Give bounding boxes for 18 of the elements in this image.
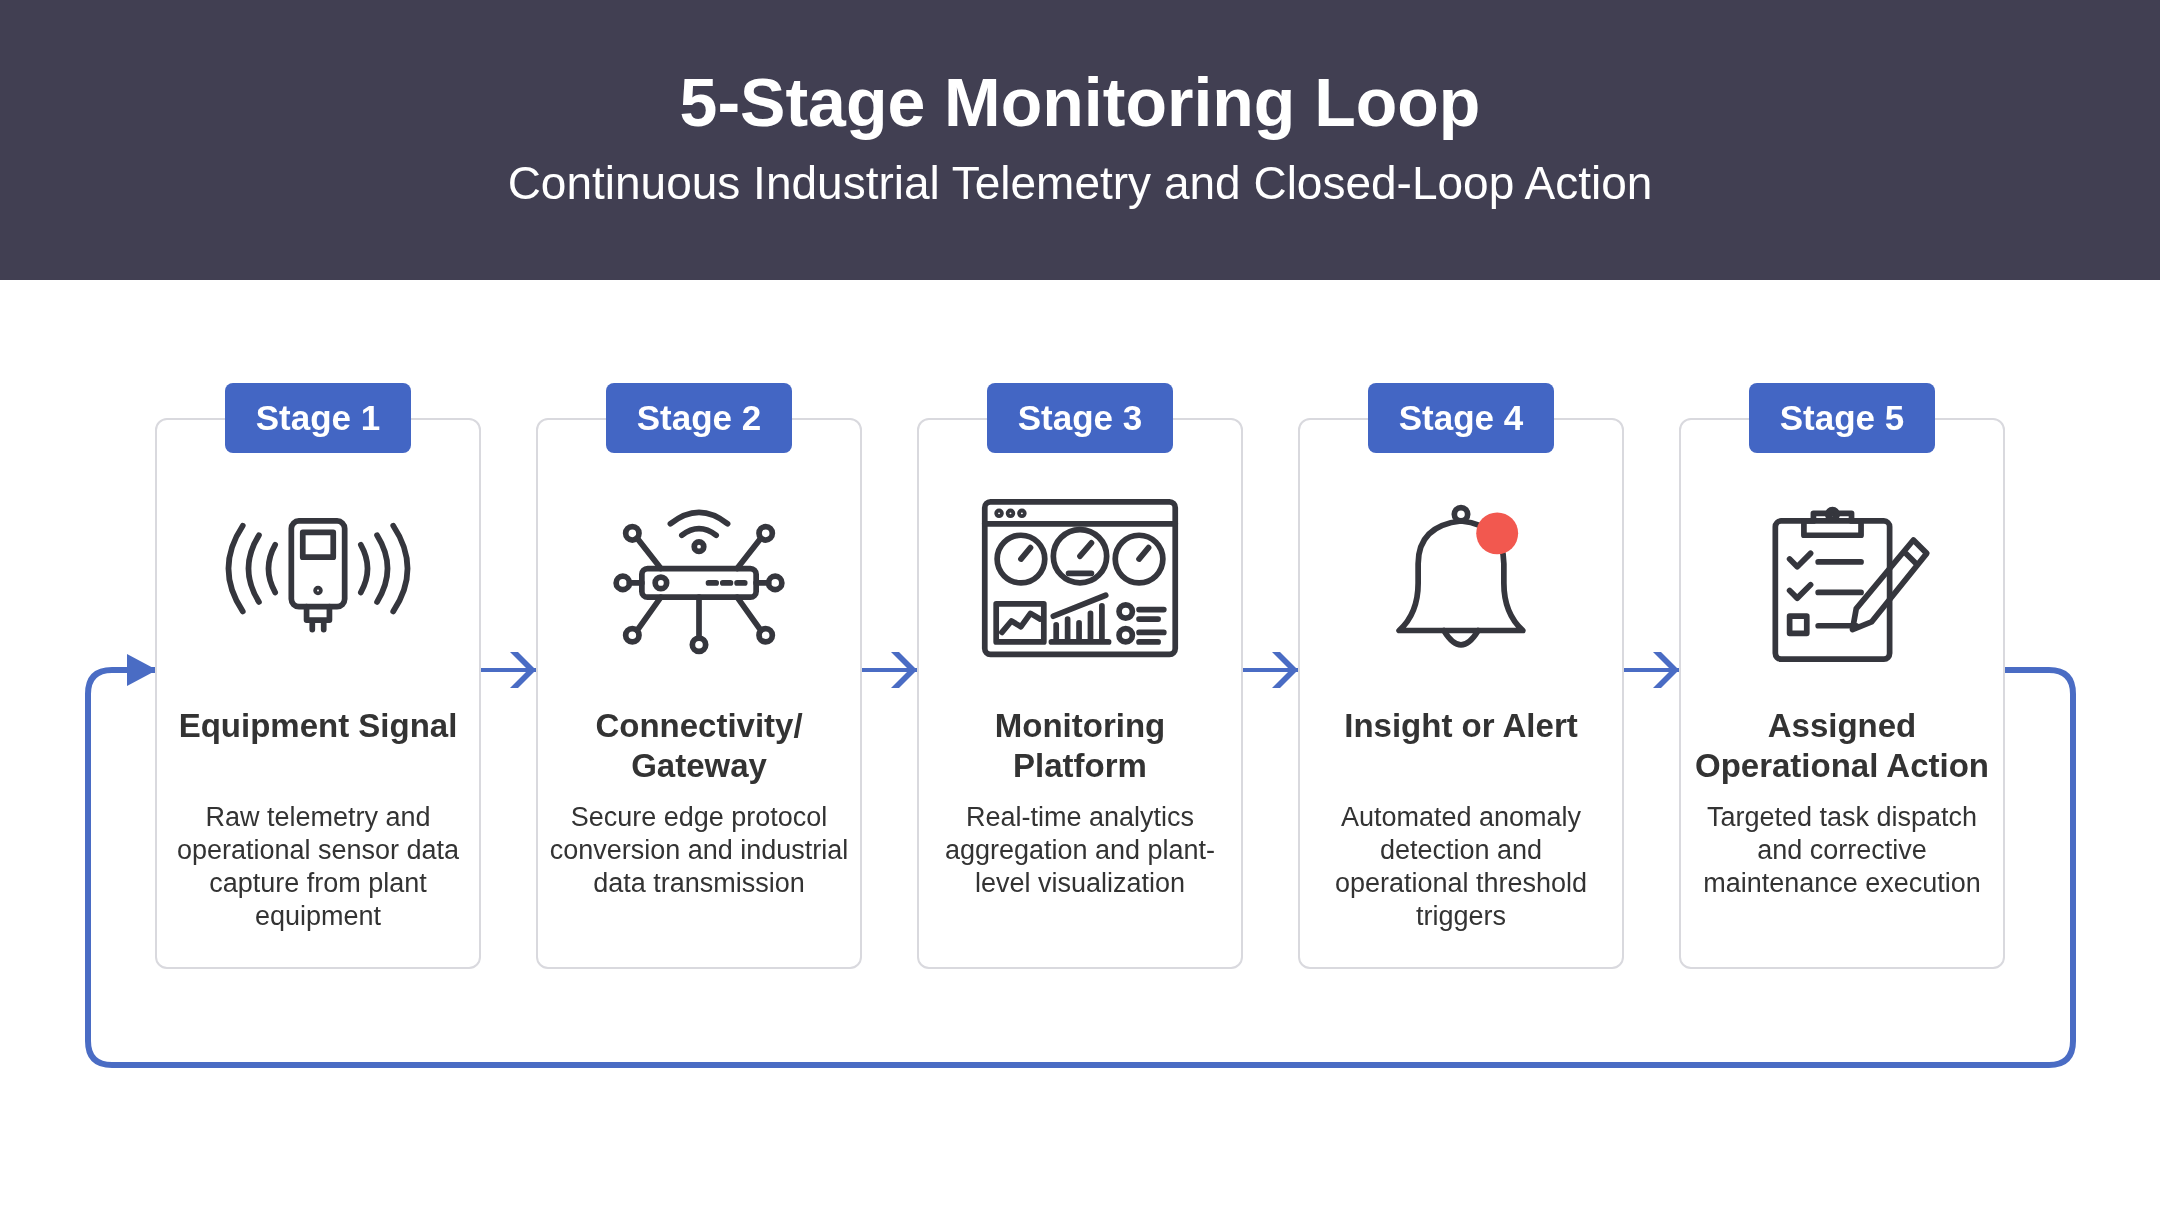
stage-badge: Stage 4 — [1368, 383, 1554, 453]
stage-title: Assigned Operational Action — [1694, 706, 1990, 786]
stage-title: Monitoring Platform — [993, 706, 1167, 786]
stage-badge: Stage 3 — [987, 383, 1173, 453]
stage-badge: Stage 2 — [606, 383, 792, 453]
stage-title: Insight or Alert — [1343, 706, 1579, 746]
stage-badge: Stage 5 — [1749, 383, 1935, 453]
stage-description: Automated anomaly detection and operational threshold triggers — [1333, 801, 1589, 933]
subtitle: Continuous Industrial Telemetry and Closed-Loop Action — [506, 156, 1654, 211]
stage-title: Equipment Signal — [177, 706, 459, 746]
stage-badge: Stage 1 — [225, 383, 411, 453]
loop-arrow — [85, 654, 2076, 1068]
stage-description: Targeted task dispatch and corrective maintenance execution — [1702, 801, 1982, 900]
stage-description: Raw telemetry and operational sensor data capture from plant equipment — [175, 801, 461, 933]
stage-description: Secure edge protocol conversion and industrial data transmission — [548, 801, 850, 900]
stage-title: Connectivity/ Gateway — [594, 706, 804, 786]
title: 5-Stage Monitoring Loop — [678, 63, 1482, 142]
stage-description: Real-time analytics aggregation and plant-level visualization — [943, 801, 1217, 900]
